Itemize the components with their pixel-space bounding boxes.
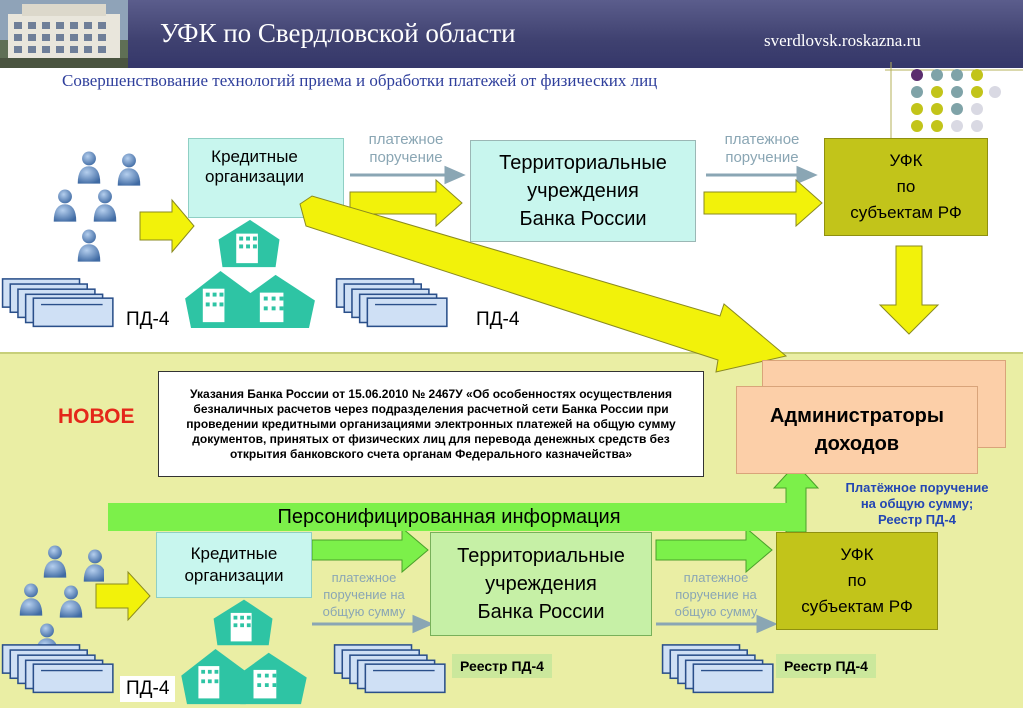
pd4-label-top-mid: ПД-4	[470, 307, 526, 333]
bank-russia-box-bottom: Территориальные учреждения Банка России	[430, 532, 652, 636]
bank-russia-label-top: Территориальные учреждения Банка России	[499, 152, 667, 230]
payment-order-label-1: платежное поручение	[368, 131, 444, 166]
admins-note: Платёжное поручение на общую сумму; Реес…	[845, 480, 989, 527]
arrow-bank-to-ufk-top	[703, 178, 823, 228]
city-buildings-icon-bottom	[181, 599, 307, 705]
credit-orgs-label-bottom: Кредитные организации	[184, 544, 284, 585]
ufk-label-top: УФК по субъектам РФ	[850, 151, 962, 222]
credit-orgs-label-top: Кредитные организации	[205, 147, 305, 186]
pd4-label-top-left: ПД-4	[120, 307, 176, 333]
ufk-label-bottom: УФК по субъектам РФ	[801, 545, 913, 616]
slide-subtitle: Совершенствование технологий приема и об…	[62, 71, 658, 90]
arrow-credit-to-bank-bottom	[311, 526, 429, 574]
header-title: УФК по Свердловской области	[160, 18, 516, 48]
building-photo	[0, 0, 128, 68]
personified-info-label: Персонифицированная информация	[277, 505, 621, 528]
arrow-diagonal-to-admins	[299, 195, 788, 373]
arrow-people-to-credit-top	[139, 198, 195, 254]
payment-sum-label-1: платежное поручение на общую сумму	[322, 570, 406, 619]
bank-russia-label-bottom: Территориальные учреждения Банка России	[457, 545, 625, 623]
gray-arrow-1	[350, 165, 466, 185]
arrow-ufk-to-admins	[772, 463, 820, 533]
reestr-label-2: Реестр ПД-4	[776, 654, 876, 678]
decree-box: Указания Банка России от 15.06.2010 № 24…	[158, 371, 704, 477]
header-bar	[0, 0, 1023, 68]
bank-russia-box-top: Территориальные учреждения Банка России	[470, 140, 696, 242]
header-url[interactable]: sverdlovsk.roskazna.ru	[764, 31, 921, 50]
documents-icon-stack-bottom-left	[1, 643, 115, 694]
documents-icon-stack-bottom-mid	[333, 643, 447, 694]
documents-icon-stack-bottom-right	[661, 643, 775, 694]
personified-info-banner: Персонифицированная информация	[108, 503, 790, 531]
arrow-ufk-down	[878, 245, 940, 335]
reestr-label-1: Реестр ПД-4	[452, 654, 552, 678]
decorative-dots	[885, 62, 1023, 142]
payment-order-label-2: платежное поручение	[724, 131, 800, 166]
ufk-box-bottom: УФК по субъектам РФ	[776, 532, 938, 630]
admins-label: Администраторы доходов	[770, 405, 944, 455]
new-label: НОВОЕ	[58, 405, 135, 428]
arrow-bank-to-ufk-bottom	[655, 526, 773, 574]
payment-sum-label-2: платежное поручение на общую сумму	[674, 570, 758, 619]
admins-box: Администраторы доходов	[736, 386, 978, 474]
credit-orgs-box-bottom: Кредитные организации	[156, 532, 312, 598]
arrow-people-to-credit-bottom	[95, 570, 151, 622]
decree-text: Указания Банка России от 15.06.2010 № 24…	[186, 386, 676, 461]
ufk-box-top: УФК по субъектам РФ	[824, 138, 988, 236]
gray-arrow-2	[706, 165, 818, 185]
pd4-label-bottom-left: ПД-4	[120, 676, 176, 702]
